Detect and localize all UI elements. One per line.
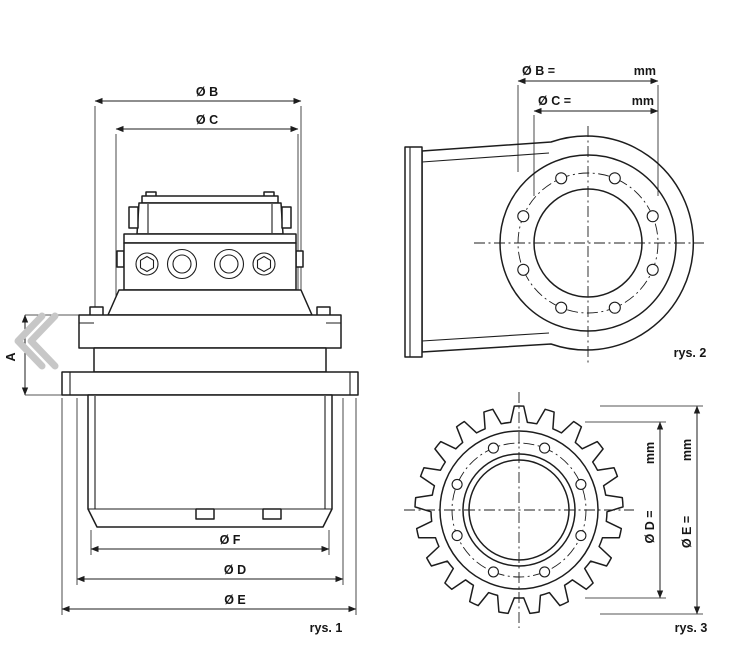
- bolt-holes: [517, 172, 659, 314]
- bolt-hole: [539, 442, 551, 454]
- bolt-hole: [451, 530, 463, 542]
- extension-lines-top: [94, 106, 302, 316]
- bolt-holes: [451, 442, 587, 578]
- port-outer: [213, 248, 245, 280]
- dimension-c2: Ø C = mm: [533, 94, 659, 196]
- drum-body: [87, 394, 333, 528]
- dim-d3-unit: mm: [643, 442, 657, 464]
- bolt-hole: [487, 442, 499, 454]
- figure-3-caption: rys. 3: [675, 621, 708, 635]
- dimension-d: Ø D: [76, 563, 344, 583]
- port-outer: [166, 248, 198, 280]
- dim-f-label: Ø F: [220, 533, 241, 547]
- bolt-circle: [451, 442, 587, 578]
- bolt-hole: [608, 301, 621, 314]
- bolt-hole: [575, 530, 587, 542]
- bolt-hole: [575, 478, 587, 490]
- bolt-hole: [555, 172, 568, 185]
- dimension-e: Ø E: [61, 593, 357, 613]
- bolt-hole: [517, 263, 530, 276]
- dimension-a: A: [4, 314, 29, 396]
- dimension-f: Ø F: [90, 533, 330, 553]
- drain-plug: [262, 508, 282, 520]
- dim-e-label: Ø E: [224, 593, 246, 607]
- dimension-b: Ø B: [94, 85, 302, 105]
- port-inner: [219, 254, 239, 274]
- housing-outline: [421, 135, 695, 353]
- figure-2-caption: rys. 2: [674, 346, 707, 360]
- figure-1-front-view: Ø B Ø C A Ø F Ø D Ø E rys. 1: [4, 85, 359, 635]
- figure-3-sprocket: mm Ø D = mm Ø E = rys. 3: [404, 392, 707, 635]
- figure-2-side-view: Ø B = mm Ø C = mm rys. 2: [404, 64, 707, 364]
- dim-c-label: Ø C: [196, 113, 218, 127]
- port-inner: [172, 254, 192, 274]
- dim-b2-unit: mm: [634, 64, 656, 78]
- carousel-prev-chevron-icon[interactable]: [14, 312, 59, 370]
- extension-lines: [585, 405, 703, 615]
- dimension-d3: mm Ø D =: [643, 421, 664, 599]
- dim-c2-unit: mm: [632, 94, 654, 108]
- bolt-hole: [451, 478, 463, 490]
- flange-stack: [61, 306, 359, 396]
- dim-d-label: Ø D: [224, 563, 246, 577]
- bolt-hole: [517, 210, 530, 223]
- bolt-hole: [608, 172, 621, 185]
- dim-e3-label: Ø E =: [680, 516, 694, 548]
- hex-plug: [139, 255, 155, 273]
- hex-plug: [256, 255, 272, 273]
- extension-lines-bottom: [61, 398, 357, 615]
- mounting-flange: [404, 146, 423, 358]
- bolt-hole: [555, 301, 568, 314]
- bolt-hole: [646, 263, 659, 276]
- hex-plug-boss: [252, 252, 276, 276]
- bolt-hole: [646, 210, 659, 223]
- bolt-hole: [539, 566, 551, 578]
- dimension-e3: mm Ø E =: [680, 405, 701, 615]
- dim-a-label: A: [4, 352, 18, 361]
- dimension-c: Ø C: [115, 113, 299, 133]
- dimension-b2: Ø B = mm: [517, 64, 659, 196]
- center-lines: [474, 126, 704, 364]
- hex-plug-boss: [135, 252, 159, 276]
- dim-b2-label: Ø B =: [522, 64, 555, 78]
- bolt-circle: [517, 172, 659, 314]
- center-lines: [404, 392, 634, 628]
- ports-block: [116, 233, 304, 291]
- gearbox-cap: [128, 191, 292, 235]
- dim-b-label: Ø B: [196, 85, 218, 99]
- bolt-hole: [487, 566, 499, 578]
- dim-e3-unit: mm: [680, 439, 694, 461]
- hex-plugs: [139, 255, 272, 273]
- drain-plug: [195, 508, 215, 520]
- dim-c2-label: Ø C =: [538, 94, 571, 108]
- tapered-skirt: [107, 289, 313, 316]
- dim-d3-label: Ø D =: [643, 511, 657, 544]
- figure-1-caption: rys. 1: [310, 621, 343, 635]
- housing-inner-wall: [421, 152, 550, 342]
